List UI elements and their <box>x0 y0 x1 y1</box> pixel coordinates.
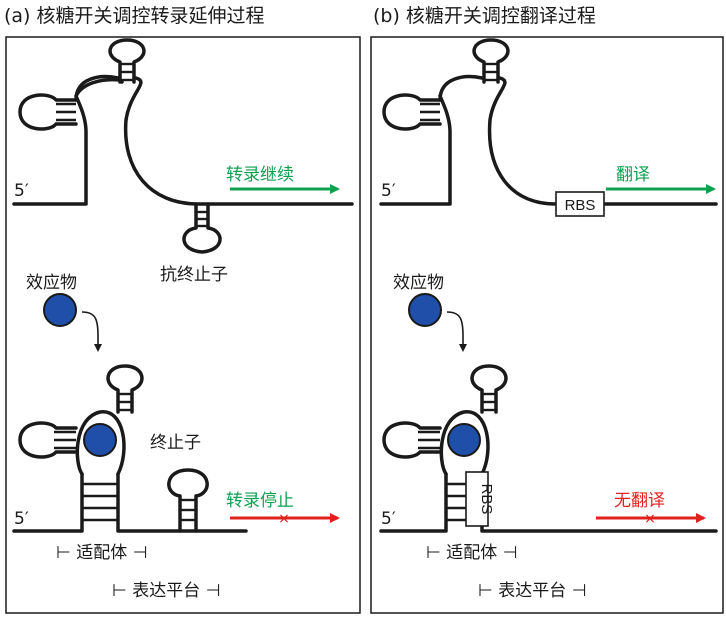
transcription-stop-label: 转录停止 <box>226 491 294 511</box>
panel-a-title: (a) 核糖开关调控转录延伸过程 <box>4 5 265 27</box>
panel-a-aptamer-label: ⊢ 适配体 ⊣ <box>56 543 147 563</box>
rbs-box-top <box>555 191 605 217</box>
panel-a-five-prime-top: 5′ <box>14 181 29 201</box>
panel-b-bottom-structure <box>379 364 718 533</box>
panel-b-binding-arrow <box>446 311 467 352</box>
panel-a-top-structure <box>12 38 354 254</box>
panel-a-five-prime-bottom: 5′ <box>14 509 29 529</box>
panel-a-bottom-structure <box>12 364 248 533</box>
rbs-box-bottom <box>465 471 489 527</box>
panel-b-five-prime-bottom: 5′ <box>381 509 396 529</box>
terminator-label: 终止子 <box>150 433 201 453</box>
panel-b-bound-ligand <box>447 423 481 457</box>
rbs-label-bottom: RBS <box>478 484 495 515</box>
rbs-label-top: RBS <box>565 197 596 214</box>
panel-b-effector-label: 效应物 <box>393 273 444 293</box>
panel-a-stop-cross: × <box>278 511 290 527</box>
panel-a-platform-label: ⊢ 表达平台 ⊣ <box>112 581 220 601</box>
panel-a-effector-ligand <box>43 293 77 327</box>
panel-a-frame <box>5 36 361 614</box>
panel-b-platform-label: ⊢ 表达平台 ⊣ <box>478 581 586 601</box>
panel-a: 5′ 转录继续 抗终止子 效应物 <box>5 36 361 614</box>
panel-b-effector-ligand <box>408 293 442 327</box>
panel-b-top-structure <box>379 38 718 206</box>
panel-b-aptamer-label: ⊢ 适配体 ⊣ <box>426 543 517 563</box>
panel-a-effector-label: 效应物 <box>26 273 77 293</box>
panel-b-frame <box>370 36 724 614</box>
panel-a-binding-arrow <box>81 311 102 352</box>
translation-label: 翻译 <box>616 165 650 185</box>
panel-a-bound-ligand <box>83 423 117 457</box>
antiterminator-label: 抗终止子 <box>160 265 228 285</box>
panel-b: RBS 5′ 翻译 效应物 RBS 5′ × <box>370 36 724 614</box>
transcription-continue-label: 转录继续 <box>226 165 294 185</box>
panel-b-title: (b) 核糖开关调控翻译过程 <box>373 5 596 27</box>
panel-b-stop-cross: × <box>644 511 656 527</box>
no-translation-label: 无翻译 <box>614 491 665 511</box>
panel-b-five-prime-top: 5′ <box>381 181 396 201</box>
